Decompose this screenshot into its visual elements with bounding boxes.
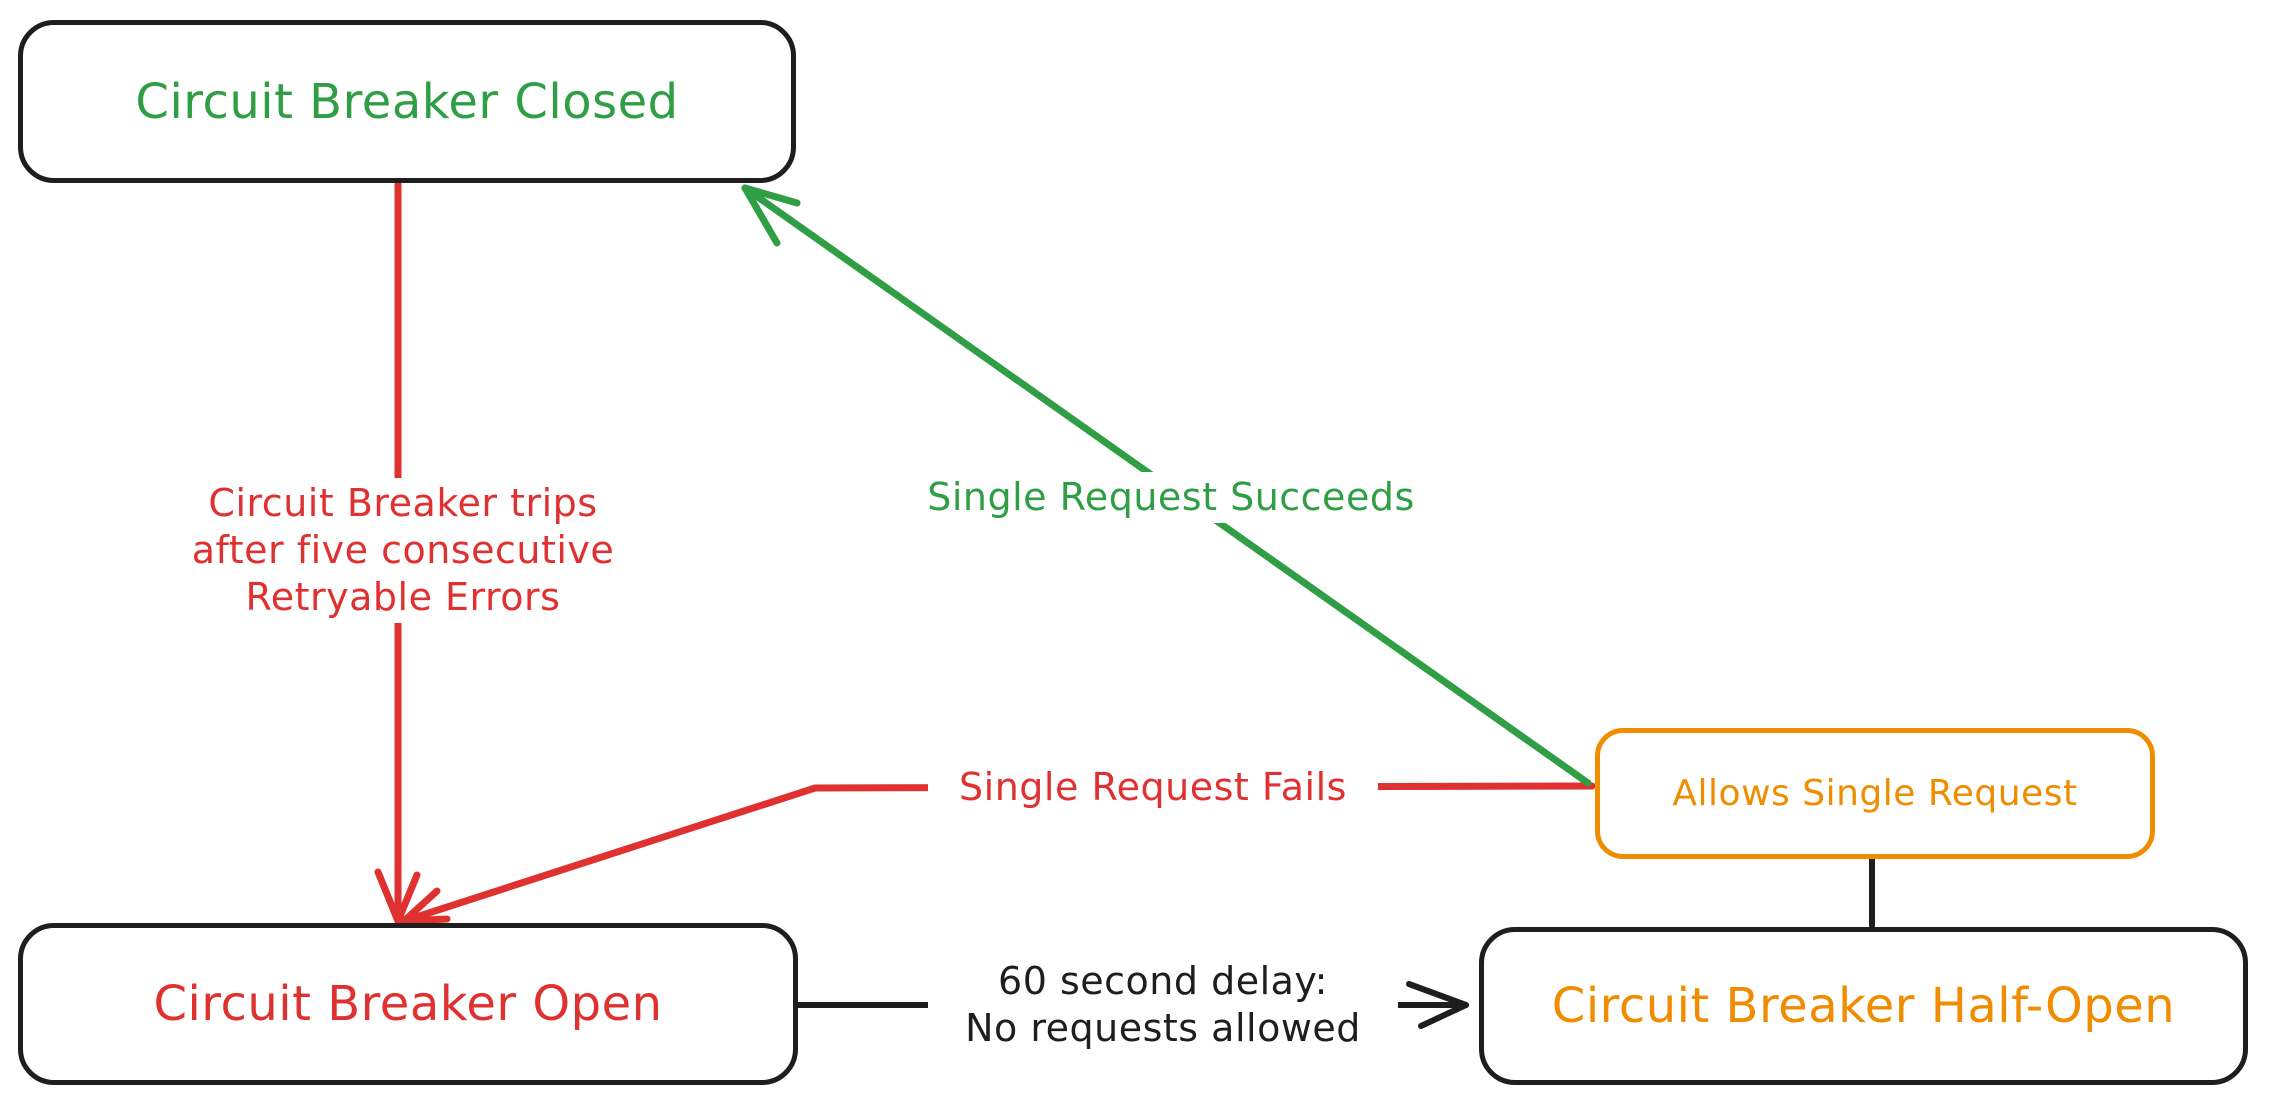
edge-label-trips-line3: Retryable Errors	[245, 575, 561, 619]
allows-single-request-box: Allows Single Request	[1595, 728, 2155, 859]
state-open-box: Circuit Breaker Open	[18, 923, 798, 1085]
edge-label-succeeds: Single Request Succeeds	[903, 472, 1439, 523]
edge-label-delay-line2: No requests allowed	[965, 1006, 1361, 1050]
edge-label-fails: Single Request Fails	[928, 762, 1378, 813]
state-half-open-box: Circuit Breaker Half-Open	[1479, 927, 2248, 1085]
allows-single-request-label: Allows Single Request	[1672, 773, 2078, 814]
state-closed-box: Circuit Breaker Closed	[18, 20, 796, 183]
edge-label-trips-line1: Circuit Breaker trips	[208, 481, 598, 525]
edge-label-delay-line1: 60 second delay:	[998, 959, 1328, 1003]
state-open-label: Circuit Breaker Open	[153, 976, 663, 1032]
edge-label-trips: Circuit Breaker trips after five consecu…	[160, 478, 646, 623]
state-half-open-label: Circuit Breaker Half-Open	[1551, 978, 2176, 1034]
edge-label-delay: 60 second delay: No requests allowed	[928, 956, 1398, 1054]
state-closed-label: Circuit Breaker Closed	[135, 73, 679, 130]
edge-label-trips-line2: after five consecutive	[191, 528, 615, 572]
